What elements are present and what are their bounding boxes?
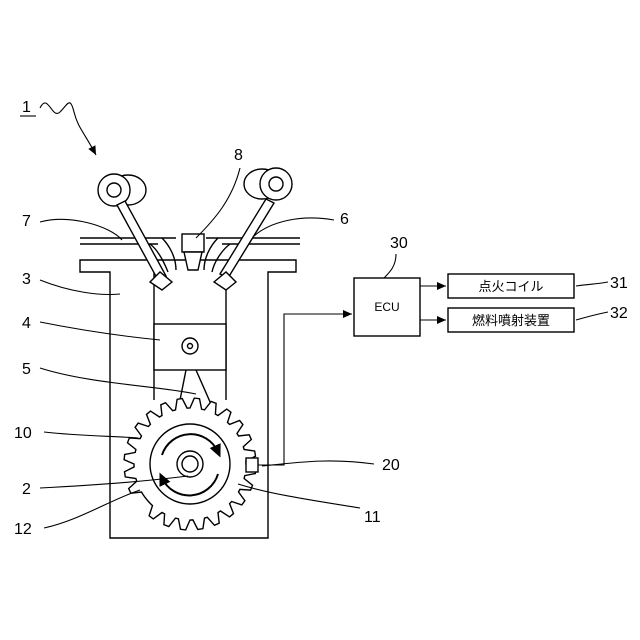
spark-plug-tip — [184, 252, 202, 270]
exhaust-camshaft — [244, 168, 292, 200]
leader-8 — [196, 168, 240, 238]
leader-6 — [254, 218, 334, 236]
ref-5-label: 5 — [22, 361, 31, 378]
ref-8-label: 8 — [234, 147, 243, 164]
leader-10 — [44, 432, 138, 438]
piston-body — [154, 324, 226, 370]
ref-30-label: 30 — [390, 235, 408, 252]
ref-32-label: 32 — [610, 305, 628, 322]
leader-7 — [40, 219, 122, 240]
spark-plug-body — [182, 234, 204, 252]
ref-4-label: 4 — [22, 315, 31, 332]
leader-5 — [40, 368, 196, 394]
gear-hub-area — [150, 424, 230, 504]
spark-plug — [182, 234, 204, 270]
leader-12 — [44, 490, 140, 528]
fuel-injector-label: 燃料噴射装置 — [472, 313, 550, 329]
exhaust-cam-lobe — [260, 168, 292, 200]
crank-angle-sensor — [246, 458, 258, 472]
ref-10-label: 10 — [14, 425, 32, 442]
leader-11 — [238, 484, 360, 508]
ref-1-pointer — [40, 103, 96, 155]
ref-1-label: 1 — [22, 99, 31, 116]
leader-30 — [384, 254, 396, 278]
ref-6-label: 6 — [340, 211, 349, 228]
ref-7-label: 7 — [22, 213, 31, 230]
leader-31 — [576, 282, 608, 286]
ecu-block: ECU — [354, 278, 420, 336]
ref-1-group: 1 — [20, 99, 96, 155]
ref-12-label: 12 — [14, 521, 32, 538]
ref-31-label: 31 — [610, 275, 628, 292]
intake-valve — [117, 201, 172, 290]
intake-camshaft — [98, 174, 146, 206]
ref-20-label: 20 — [382, 457, 400, 474]
intake-valve-stem — [117, 201, 166, 280]
exhaust-valve-head — [214, 272, 236, 290]
leader-32 — [576, 312, 608, 320]
ref-3-label: 3 — [22, 271, 31, 288]
ref-2-label: 2 — [22, 481, 31, 498]
ignition-coil-label: 点火コイル — [478, 280, 543, 295]
ref-11-label: 11 — [364, 509, 381, 526]
fuel-injector-block: 燃料噴射装置 — [448, 308, 574, 332]
leader-3 — [40, 280, 120, 294]
leader-4 — [40, 322, 160, 340]
intake-port-curve — [162, 238, 176, 270]
exhaust-port-curve — [204, 238, 218, 270]
piston — [154, 324, 226, 370]
sensor-signal-line — [258, 314, 352, 465]
ecu-label: ECU — [374, 300, 399, 314]
ignition-coil-block: 点火コイル — [448, 274, 574, 298]
